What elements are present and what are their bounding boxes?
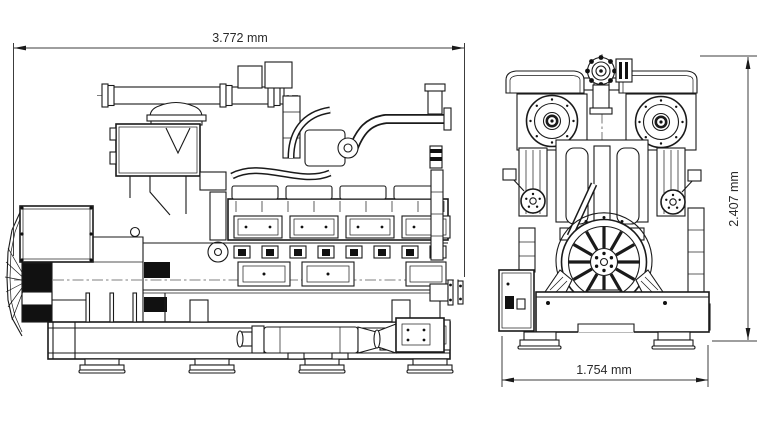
front-pulley xyxy=(207,241,229,263)
flywheel-spokes xyxy=(569,227,639,297)
crankcase-panels xyxy=(237,261,447,287)
alternator-box xyxy=(498,227,536,332)
side-mounting-feet xyxy=(78,358,454,374)
left-air-filter-circle xyxy=(525,94,579,148)
overall-length-label: 3.772 mm xyxy=(212,31,268,45)
generator xyxy=(4,205,170,337)
air-filter-housings xyxy=(516,93,697,151)
dimension-overall-length: 3.772 mm xyxy=(13,31,465,277)
front-mounting-feet xyxy=(517,331,696,350)
arrowhead-bottom xyxy=(745,328,751,340)
front-view-drawing xyxy=(498,54,711,350)
right-accessory-pulley xyxy=(660,169,702,215)
arrowhead-left xyxy=(502,377,514,383)
engine-block xyxy=(143,185,451,323)
push-rod-rail xyxy=(235,201,445,212)
heat-exchanger xyxy=(236,325,389,360)
left-accessory-pulley xyxy=(502,168,546,214)
side-view-drawing xyxy=(4,61,464,374)
exhaust-and-turbo-piping xyxy=(230,61,452,181)
front-gear-flange xyxy=(585,55,633,115)
flywheel-housing xyxy=(544,212,664,307)
engine-front-face xyxy=(518,139,686,241)
front-base-skid xyxy=(535,291,710,333)
generator-body xyxy=(21,262,88,323)
top-covers xyxy=(505,70,698,94)
intake-pipe xyxy=(101,83,285,108)
air-cleaner-box xyxy=(115,123,201,177)
arrowhead-top xyxy=(745,57,751,69)
air-cleaner xyxy=(109,101,229,263)
engine-mount-bracket-left xyxy=(189,299,209,323)
air-cleaner-dome xyxy=(149,101,203,118)
exhaust-outlet-flange xyxy=(443,107,452,131)
sea-water-pump xyxy=(373,317,445,354)
arrowhead-right xyxy=(696,377,708,383)
arrowhead-right xyxy=(452,45,464,51)
overall-height-label: 2.407 mm xyxy=(727,171,741,227)
overall-width-label: 1.754 mm xyxy=(576,363,632,377)
injection-ports-row xyxy=(233,245,447,259)
dimension-overall-width: 1.754 mm xyxy=(501,336,709,387)
valve-covers xyxy=(231,185,441,200)
dimension-overall-height: 2.407 mm xyxy=(700,55,757,342)
flywheel-adapter-housing xyxy=(93,226,170,322)
generator-support-posts xyxy=(85,292,138,323)
arrowhead-left xyxy=(14,45,26,51)
generator-terminal-box xyxy=(19,205,94,263)
